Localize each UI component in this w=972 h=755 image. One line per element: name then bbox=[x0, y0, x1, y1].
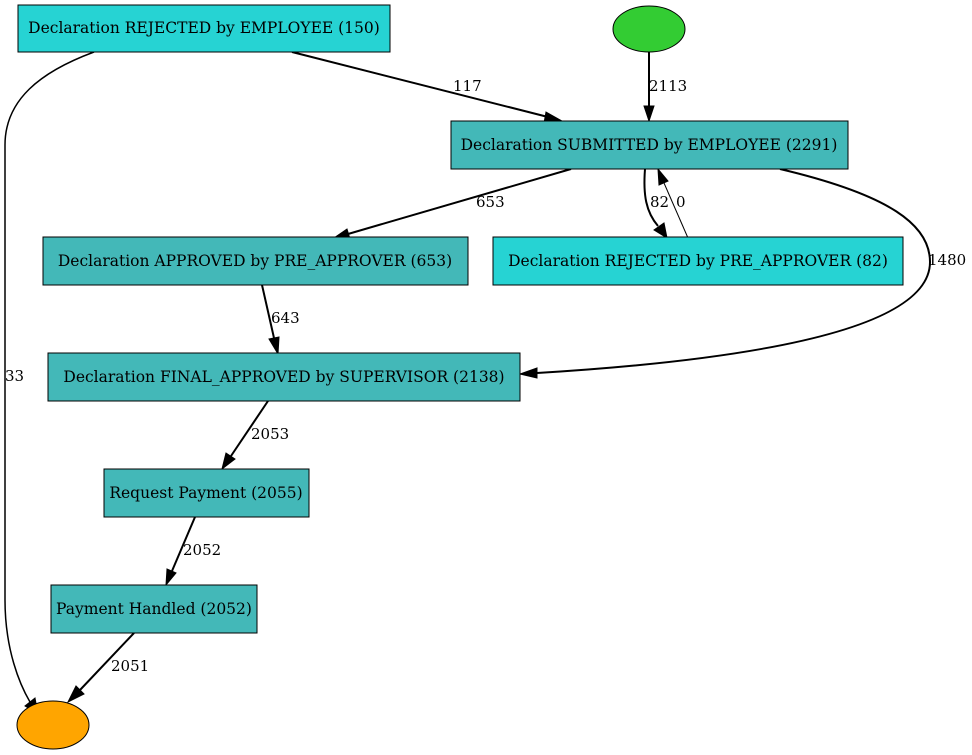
edge-submitted-to-rejected-pre bbox=[643, 168, 668, 240]
edge-label-approved-to-final: 643 bbox=[271, 309, 300, 327]
node-submitted-by-employee[interactable]: Declaration SUBMITTED by EMPLOYEE (2291) bbox=[450, 120, 849, 170]
edge-label-rejected-to-end: 33 bbox=[5, 367, 24, 385]
node-final-approved-by-supervisor[interactable]: Declaration FINAL_APPROVED by SUPERVISOR… bbox=[47, 352, 521, 402]
node-label: Declaration APPROVED by PRE_APPROVER (65… bbox=[58, 252, 452, 270]
start-node[interactable] bbox=[612, 5, 686, 53]
edge-label-rejected-pre-to-submitted: 0 bbox=[676, 193, 686, 211]
edge-submitted-to-approved bbox=[332, 168, 572, 240]
node-label: Request Payment (2055) bbox=[109, 484, 302, 502]
edge-rejected-to-submitted bbox=[291, 51, 564, 124]
edge-label-submitted-to-final: 1480 bbox=[928, 251, 966, 269]
edge-label-start-to-submitted: 2113 bbox=[649, 77, 687, 95]
edge-approved-to-final bbox=[261, 284, 280, 356]
edge-label-final-to-request: 2053 bbox=[251, 425, 289, 443]
node-payment-handled[interactable]: Payment Handled (2052) bbox=[50, 584, 258, 634]
edge-request-to-handled bbox=[165, 516, 196, 587]
edge-label-request-to-handled: 2052 bbox=[183, 541, 221, 559]
node-label: Declaration REJECTED by EMPLOYEE (150) bbox=[28, 19, 380, 37]
edge-rejected-pre-to-submitted bbox=[657, 167, 689, 239]
node-request-payment[interactable]: Request Payment (2055) bbox=[103, 468, 310, 518]
edge-start-to-submitted bbox=[643, 52, 655, 123]
end-node[interactable] bbox=[16, 700, 90, 750]
node-label: Payment Handled (2052) bbox=[56, 600, 252, 618]
edge-label-submitted-to-approved: 653 bbox=[476, 193, 505, 211]
edge-label-rejected-to-submitted: 117 bbox=[453, 77, 482, 95]
edge-label-handled-to-end: 2051 bbox=[111, 657, 149, 675]
edge-submitted-to-final bbox=[518, 168, 932, 379]
edge-label-submitted-to-rejected-pre: 82 bbox=[650, 193, 669, 211]
node-label: Declaration SUBMITTED by EMPLOYEE (2291) bbox=[461, 136, 838, 154]
edge-handled-to-end bbox=[66, 632, 135, 704]
node-rejected-by-employee[interactable]: Declaration REJECTED by EMPLOYEE (150) bbox=[17, 4, 391, 53]
edge-final-to-request bbox=[221, 400, 269, 471]
node-approved-by-pre-approver[interactable]: Declaration APPROVED by PRE_APPROVER (65… bbox=[42, 236, 469, 286]
node-label: Declaration REJECTED by PRE_APPROVER (82… bbox=[508, 252, 888, 270]
node-rejected-by-pre-approver[interactable]: Declaration REJECTED by PRE_APPROVER (82… bbox=[492, 236, 904, 286]
node-label: Declaration FINAL_APPROVED by SUPERVISOR… bbox=[63, 368, 504, 386]
